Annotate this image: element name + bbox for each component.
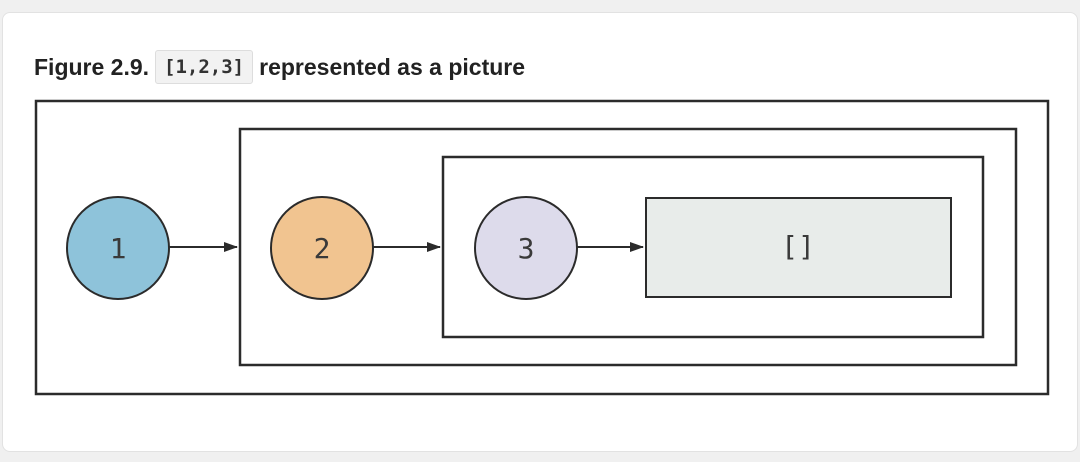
figure-code: [1,2,3] <box>155 50 254 84</box>
figure-description: represented as a picture <box>259 53 526 80</box>
inner-list-box <box>441 155 985 339</box>
middle-list-box <box>238 127 1018 367</box>
empty-list-label: [] <box>781 230 815 263</box>
outer-list-box <box>34 99 1050 396</box>
empty-list-box <box>645 197 952 298</box>
node-1-label: 1 <box>110 232 127 265</box>
figure-label: Figure 2.9. <box>34 53 150 80</box>
node-2-label: 2 <box>314 232 331 265</box>
figure-caption: Figure 2.9. [1,2,3] represented as a pic… <box>34 50 525 84</box>
node-3-label: 3 <box>518 232 535 265</box>
